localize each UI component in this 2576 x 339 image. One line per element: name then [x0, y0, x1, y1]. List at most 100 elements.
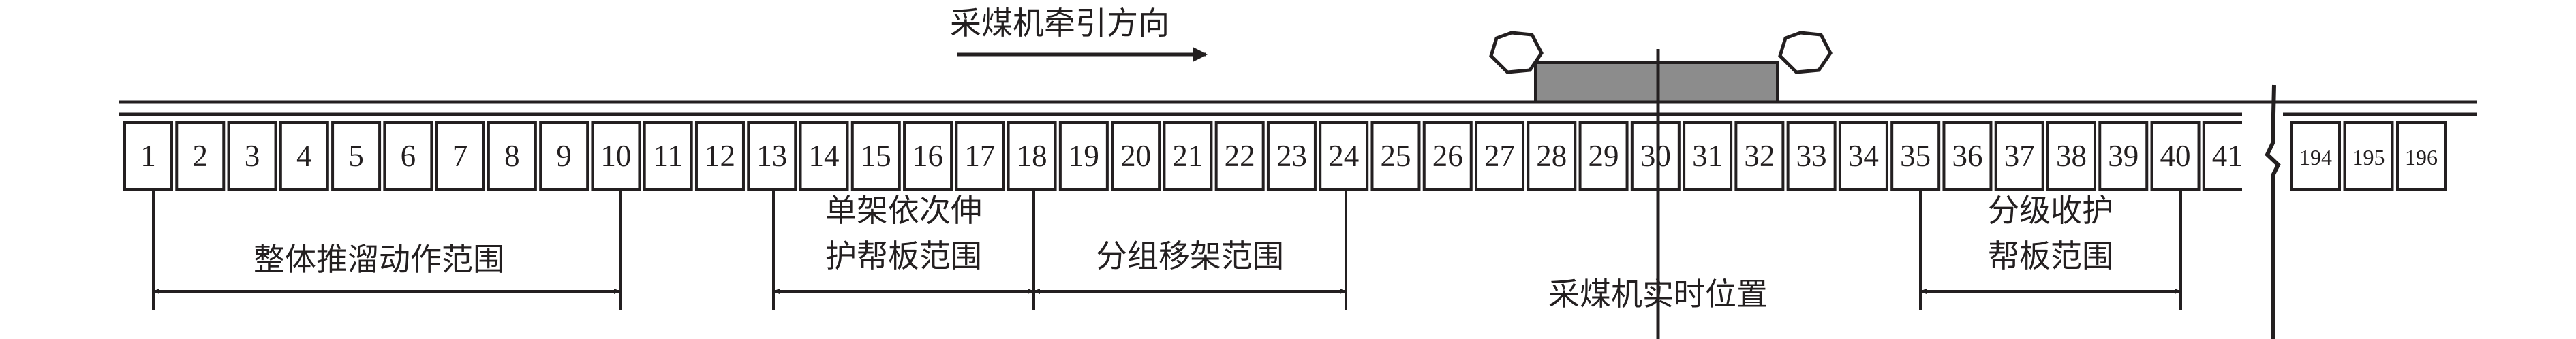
- support-number: 196: [2405, 145, 2438, 170]
- support-number: 25: [1380, 139, 1411, 173]
- support-number: 40: [2160, 139, 2191, 173]
- support-number: 6: [401, 139, 416, 173]
- support-number: 8: [504, 139, 520, 173]
- support-number: 20: [1120, 139, 1151, 173]
- support-number: 9: [556, 139, 572, 173]
- support-number: 18: [1017, 139, 1047, 173]
- support-box: [850, 121, 901, 191]
- support-box: [643, 121, 693, 191]
- support-box: [1527, 121, 1577, 191]
- support-number: 23: [1276, 139, 1307, 173]
- range-whole-push-label: 整体推溜动作范围: [254, 241, 504, 278]
- support-number: 16: [913, 139, 943, 173]
- support-box: [227, 121, 277, 191]
- support-box: [2098, 121, 2149, 191]
- range-single-sequential-label-2: 护帮板范围: [825, 238, 982, 274]
- support-number: 10: [600, 139, 631, 173]
- support-number: 19: [1069, 139, 1099, 173]
- support-number: 29: [1589, 139, 1619, 173]
- support-box: [435, 121, 485, 191]
- support-box: [123, 121, 173, 191]
- support-number: 41: [2212, 139, 2243, 173]
- support-box: [487, 121, 537, 191]
- left-drum-icon: [1489, 31, 1544, 74]
- support-box: [903, 121, 953, 191]
- support-number: 4: [296, 139, 312, 173]
- direction-label: 采煤机牵引方向: [950, 5, 1169, 42]
- support-number: 15: [861, 139, 891, 173]
- support-box: [383, 121, 433, 191]
- support-number: 33: [1796, 139, 1827, 173]
- support-number: 17: [964, 139, 995, 173]
- support-box: [1683, 121, 1733, 191]
- support-number: 35: [1900, 139, 1931, 173]
- range-single-sequential-label-1: 单架依次伸: [825, 192, 982, 229]
- range-graded: 分级收护 帮板范围: [1919, 189, 2182, 310]
- support-box: [2290, 121, 2341, 191]
- support-box: [2046, 121, 2096, 191]
- support-box: [1266, 121, 1317, 191]
- support-box: [1058, 121, 1109, 191]
- support-box: [1214, 121, 1265, 191]
- support-box: [1890, 121, 1941, 191]
- support-box: [2396, 121, 2447, 191]
- support-number: 7: [453, 139, 468, 173]
- right-drum-icon: [1778, 31, 1833, 74]
- support-number: 37: [2004, 139, 2035, 173]
- support-number: 26: [1432, 139, 1463, 173]
- tail-support-row: 194 195 196: [2290, 121, 2447, 191]
- range-single-sequential: 单架依次伸 护帮板范围: [772, 189, 1035, 310]
- range-graded-label-2: 帮板范围: [1988, 238, 2113, 274]
- support-number: 12: [705, 139, 735, 173]
- support-number: 32: [1744, 139, 1775, 173]
- support-box: [1475, 121, 1525, 191]
- support-number: 39: [2108, 139, 2138, 173]
- support-number: 194: [2299, 145, 2332, 170]
- support-number: 14: [809, 139, 840, 173]
- support-number: 24: [1328, 139, 1359, 173]
- support-box: [2150, 121, 2201, 191]
- support-number: 31: [1692, 139, 1723, 173]
- range-group-move-label: 分组移架范围: [1096, 238, 1284, 274]
- support-number: 28: [1536, 139, 1567, 173]
- support-box: [1007, 121, 1057, 191]
- support-number: 5: [348, 139, 364, 173]
- support-box: [1422, 121, 1473, 191]
- support-number: 38: [2056, 139, 2087, 173]
- support-box: [1734, 121, 1785, 191]
- support-number: 1: [140, 139, 156, 173]
- range-whole-push: 整体推溜动作范围: [152, 189, 622, 310]
- support-box: [1111, 121, 1161, 191]
- support-box: [1163, 121, 1213, 191]
- support-box: [1578, 121, 1629, 191]
- range-group-move: 分组移架范围: [1032, 189, 1347, 310]
- support-number: 11: [654, 139, 683, 173]
- support-number: 2: [193, 139, 209, 173]
- support-box: [1319, 121, 1369, 191]
- support-number: 3: [245, 139, 260, 173]
- support-number: 27: [1484, 139, 1515, 173]
- support-box: [331, 121, 382, 191]
- support-number: 34: [1848, 139, 1879, 173]
- support-box: [799, 121, 849, 191]
- support-box: [694, 121, 745, 191]
- support-box: [2343, 121, 2394, 191]
- support-box: [539, 121, 589, 191]
- support-number: 13: [756, 139, 787, 173]
- support-box: [279, 121, 329, 191]
- support-box: [1994, 121, 2044, 191]
- support-box: [1942, 121, 1993, 191]
- support-box: [747, 121, 797, 191]
- range-graded-label-1: 分级收护: [1988, 192, 2113, 229]
- shearer: [1489, 31, 1833, 103]
- support-number: 21: [1172, 139, 1203, 173]
- break-symbol: [2242, 84, 2283, 339]
- support-number: 195: [2352, 145, 2385, 170]
- support-number: 30: [1640, 139, 1671, 173]
- support-number: 36: [1952, 139, 1982, 173]
- support-box: [175, 121, 226, 191]
- shearer-position-label: 采煤机实时位置: [1548, 276, 1768, 312]
- support-box: [1630, 121, 1681, 191]
